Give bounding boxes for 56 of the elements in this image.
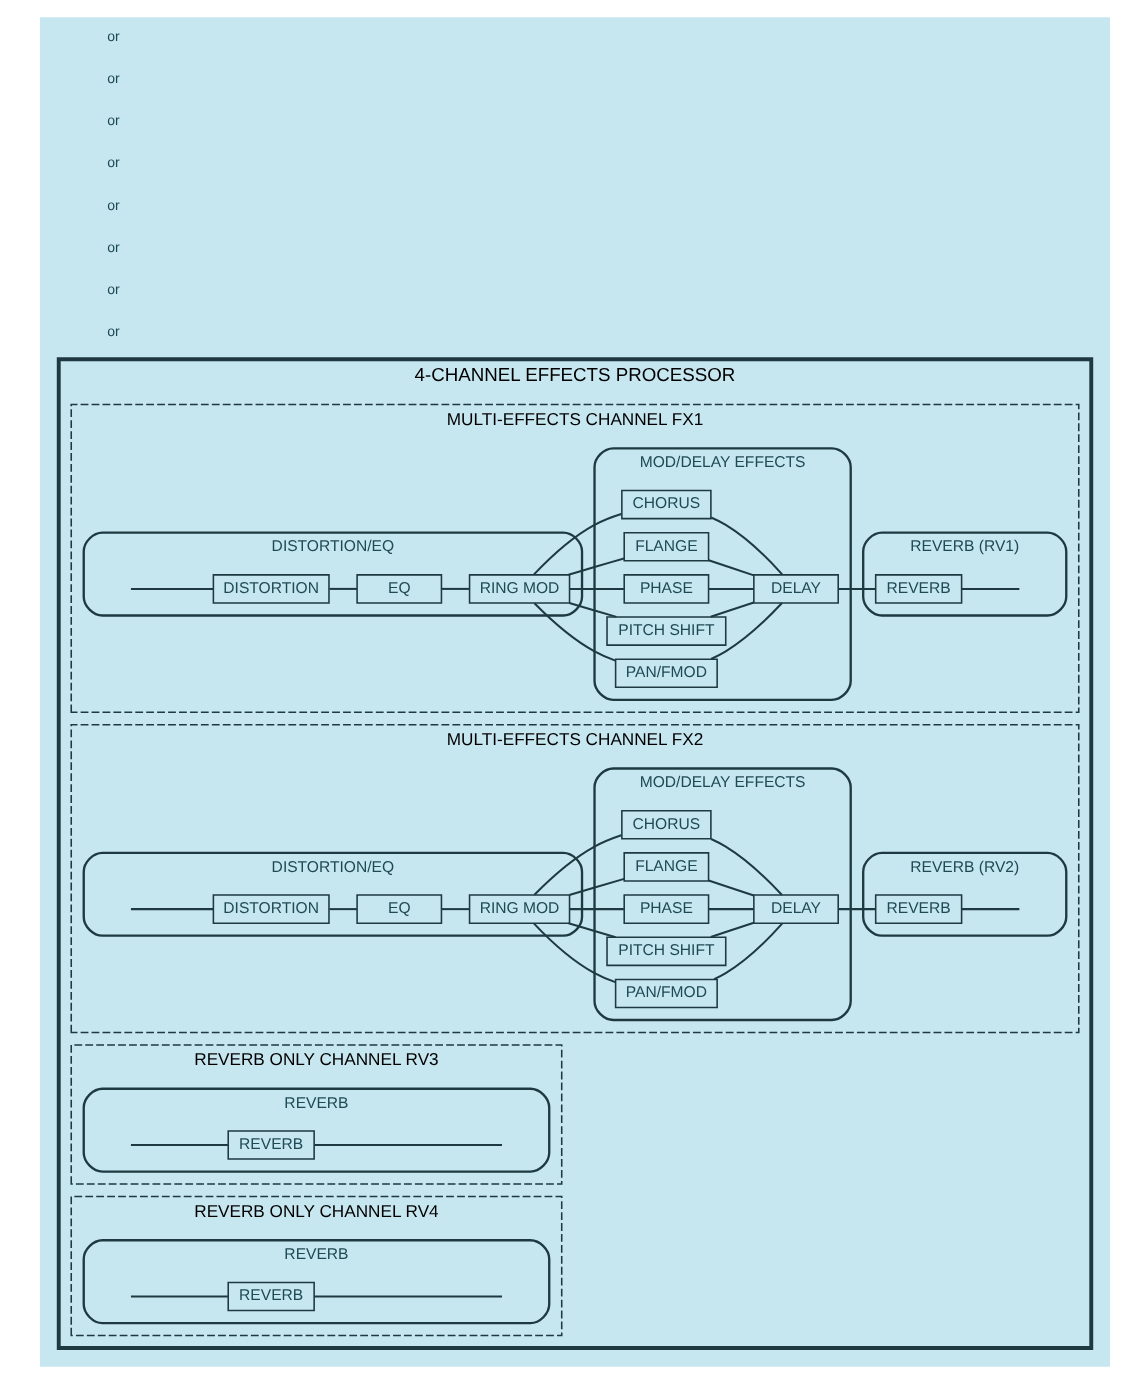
- connector: [707, 559, 754, 577]
- node-box: REVERB: [226, 1281, 314, 1312]
- connector: [328, 587, 356, 590]
- node-box: DISTORTION: [211, 574, 329, 604]
- connector: [707, 879, 754, 897]
- node-box: REVERB: [226, 1130, 314, 1160]
- connector: [532, 512, 621, 576]
- connector: [532, 922, 615, 984]
- connector: [707, 587, 753, 590]
- connector: [709, 838, 782, 896]
- node-box: DELAY: [752, 574, 838, 604]
- connector: [129, 908, 212, 911]
- connector: [567, 922, 615, 939]
- node-box: DELAY: [752, 894, 838, 924]
- node-box: PHASE: [622, 894, 709, 924]
- connector: [709, 516, 782, 576]
- connector: [960, 587, 1019, 590]
- connector: [709, 921, 754, 938]
- connector: [709, 602, 782, 660]
- node-box: RING MOD: [467, 574, 570, 604]
- connector: [712, 923, 782, 981]
- node-box: FLANGE: [622, 852, 709, 882]
- node-box: FLANGE: [622, 531, 709, 562]
- connector: [568, 908, 623, 911]
- node-box: CHORUS: [620, 489, 711, 520]
- connector: [313, 1143, 501, 1146]
- connector: [313, 1295, 501, 1298]
- connector: [129, 1295, 227, 1298]
- connector: [567, 557, 624, 576]
- node-box: PAN/FMOD: [613, 978, 717, 1009]
- connector: [568, 602, 616, 618]
- connector: [532, 602, 615, 662]
- node-box: PITCH SHIFT: [605, 616, 726, 646]
- node-box: PHASE: [622, 574, 709, 604]
- node-box: EQ: [355, 574, 442, 604]
- connector: [129, 587, 212, 590]
- connector: [568, 877, 624, 896]
- node-box: REVERB: [873, 574, 962, 604]
- node-box: EQ: [355, 894, 442, 924]
- connector: [532, 834, 621, 896]
- connector: [709, 601, 754, 618]
- node-box: PITCH SHIFT: [605, 936, 726, 967]
- node-box: RING MOD: [467, 894, 570, 924]
- connector: [440, 908, 469, 911]
- connector: [707, 908, 753, 911]
- connector: [568, 587, 623, 590]
- node-box: REVERB: [873, 894, 962, 924]
- connector: [960, 908, 1019, 911]
- connector: [837, 908, 875, 911]
- node-box: DISTORTION: [211, 894, 329, 924]
- connector: [440, 587, 469, 590]
- node-box: CHORUS: [620, 809, 711, 840]
- connector: [837, 587, 875, 590]
- connector: [328, 908, 356, 911]
- node-box: PAN/FMOD: [613, 658, 717, 689]
- connector: [129, 1143, 227, 1146]
